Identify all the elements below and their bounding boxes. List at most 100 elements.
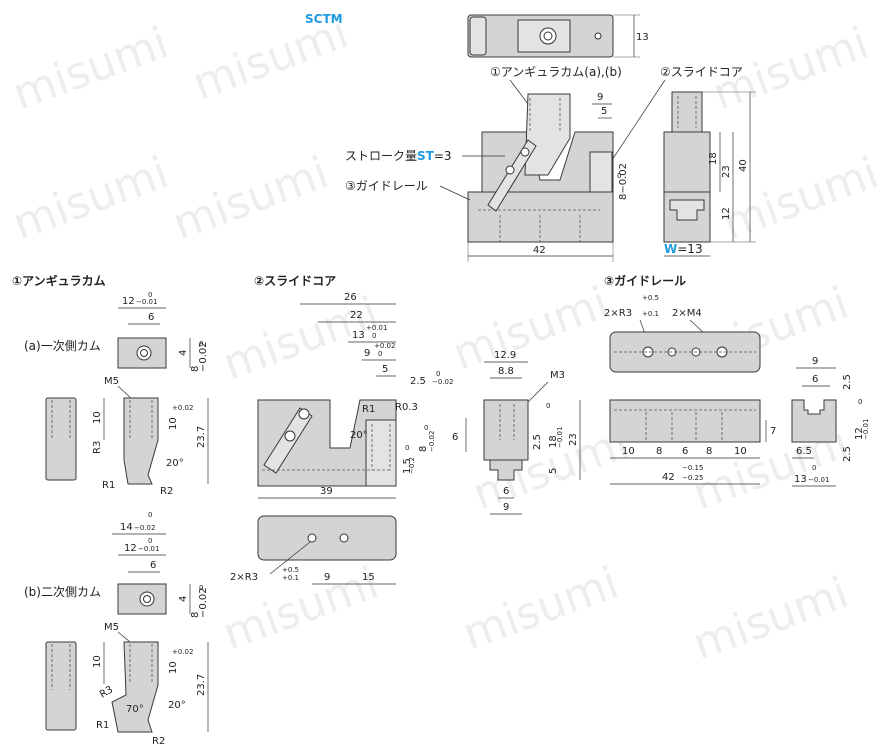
angle-20: 20° <box>350 430 368 441</box>
angle-70: 70° <box>126 704 144 715</box>
label-holes: 2×R3 <box>604 308 632 319</box>
tol-top: +0.02 <box>172 648 193 656</box>
page-title: SCTM <box>305 12 343 26</box>
cam-b-top-view: 0 14 −0.02 0 12 −0.01 6 4 0 −0.02 8 <box>112 511 209 618</box>
tol-top: 0 <box>199 340 203 348</box>
assembly-top-bolt-inner <box>543 31 553 41</box>
dim-14: 14 <box>120 522 133 533</box>
dim-6: 6 <box>148 312 154 323</box>
stroke-label: ストローク量ST=3 <box>345 149 452 163</box>
label-m5: M5 <box>104 622 119 633</box>
core-pocket <box>589 151 613 193</box>
dim-5: 5 <box>548 468 559 474</box>
tol-top: 0 <box>858 398 862 406</box>
hidden-lines <box>614 409 756 440</box>
dim-42: 42 <box>533 245 546 256</box>
label-r3: R3 <box>98 684 115 700</box>
dim-6: 6 <box>812 374 818 385</box>
tol-top: +0.5 <box>642 294 659 302</box>
leader-line <box>611 79 666 161</box>
hidden-thread <box>51 400 71 440</box>
dim-2-5: 2.5 <box>410 376 426 387</box>
tol: −0.01 <box>556 427 564 448</box>
dim-9: 9 <box>812 356 818 367</box>
side-cam <box>671 91 703 133</box>
callout-angular-cam: ①アンギュラカム(a),(b) <box>490 65 622 79</box>
hidden-thread <box>129 400 153 440</box>
core-front-view: 26 22 13 +0.01 0 9 +0.02 0 5 2.5 0 −0.02… <box>257 292 453 499</box>
cam-b-label: (b)二次側カム <box>24 585 101 599</box>
label-r2: R2 <box>152 736 165 747</box>
leader-line <box>269 541 311 575</box>
tol: −0.25 <box>682 474 703 482</box>
dim-6: 6 <box>503 486 509 497</box>
dim-10: 10 <box>92 411 103 424</box>
dim-8-tol: 8−0.02 <box>618 163 629 200</box>
rail-side-view: 9 6 2.5 0 12 −0.01 2.5 6.5 0 13 −0.01 <box>791 356 870 487</box>
dim-8-tol: −0.02 <box>198 341 209 372</box>
stroke-prefix: ストローク量 <box>345 149 417 163</box>
tol: 0 <box>378 350 382 358</box>
assembly-side-view: 40 23 18 12 W=13 <box>663 91 756 257</box>
tol-top: 0 <box>546 402 550 410</box>
dim-8-8: 8.8 <box>498 366 514 377</box>
label-r1: R1 <box>362 404 375 415</box>
assembly-top-view: 13 <box>467 14 649 58</box>
tol: −0.01 <box>136 298 157 306</box>
tol: −0.02 <box>134 524 155 532</box>
watermark: misumi <box>6 17 175 120</box>
angular-cam-front <box>524 93 571 176</box>
tol: −0.2 <box>408 457 416 474</box>
section-header-core: ②スライドコア <box>254 274 336 288</box>
tol-top: +0.5 <box>282 566 299 574</box>
angle-20: 20° <box>166 458 184 469</box>
dim-12: 12 <box>721 207 732 220</box>
cam-b-front-views: M5 10 +0.02 10 23.7 R3 R1 R2 70° 20° <box>45 622 209 747</box>
width-value: =13 <box>677 242 702 256</box>
callout-slide-core: ②スライドコア <box>660 65 743 79</box>
hidden-thread <box>529 98 561 132</box>
label-m3: M3 <box>550 370 565 381</box>
dim-23-7: 23.7 <box>196 674 207 696</box>
label-r3: R3 <box>92 441 103 454</box>
tol-top: 0 <box>424 424 428 432</box>
label-r1: R1 <box>96 720 109 731</box>
hidden-thread <box>677 96 697 128</box>
dim-13: 13 <box>352 330 365 341</box>
tol: +0.1 <box>642 310 659 318</box>
dim-6: 6 <box>452 432 458 443</box>
tol: 0 <box>372 332 376 340</box>
dim-26: 26 <box>344 292 357 303</box>
tol-top: 0 <box>436 370 440 378</box>
slot-hole <box>298 408 310 420</box>
dim-15: 15 <box>362 572 375 583</box>
dim-40: 40 <box>738 159 749 172</box>
assembly-top-cam-end <box>469 16 487 56</box>
tol-top: +0.01 <box>366 324 387 332</box>
hidden-thread <box>129 644 153 684</box>
tol-top: 0 <box>148 511 152 519</box>
dim-2-5: 2.5 <box>532 434 543 450</box>
dim-5: 5 <box>601 106 607 117</box>
tol-top: 0 <box>199 584 203 592</box>
r3-hole <box>307 533 317 543</box>
dim-8: 8 <box>418 446 429 452</box>
seg-10: 10 <box>734 446 747 457</box>
label-r1: R1 <box>102 480 115 491</box>
watermark: misumi <box>456 557 625 660</box>
dim-22: 22 <box>350 310 363 321</box>
leader-line <box>439 185 471 201</box>
angle-20: 20° <box>168 700 186 711</box>
side-t-slot <box>669 199 705 221</box>
dim-12: 12 <box>854 427 865 440</box>
hidden-lines <box>478 209 600 242</box>
dim-8: 8 <box>190 366 201 372</box>
rail-front-body <box>609 399 761 443</box>
width-w: W <box>664 242 677 256</box>
dim-23: 23 <box>721 165 732 178</box>
core-side-tongue <box>489 459 523 481</box>
stroke-value: =3 <box>434 149 452 163</box>
dim-1-5: 1.5 <box>402 458 413 474</box>
